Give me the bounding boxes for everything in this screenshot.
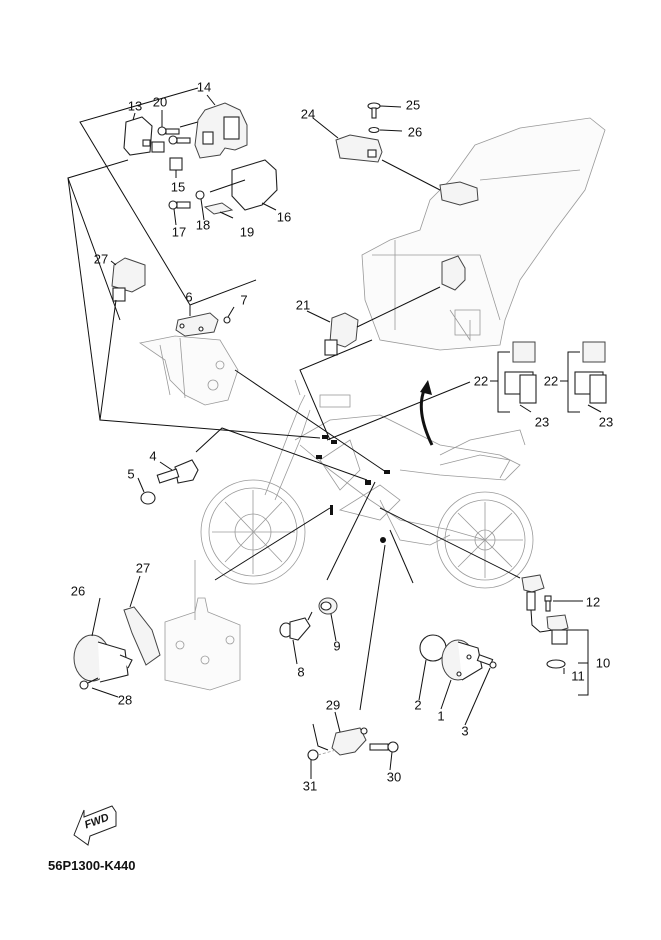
part-3-bolt	[476, 654, 497, 669]
callout-29: 27	[135, 560, 151, 576]
callout-23-left: 23	[534, 414, 550, 430]
part-32-bolt	[369, 741, 399, 753]
callout-21: 21	[295, 297, 311, 313]
part-9-grommet	[318, 597, 338, 615]
callout-30: 28	[117, 692, 133, 708]
callout-2: 2	[414, 697, 422, 713]
callout-4: 4	[149, 448, 157, 464]
callout-17: 17	[171, 224, 187, 240]
callout-20: 20	[152, 94, 168, 110]
callout-5: 5	[127, 466, 135, 482]
part-8-sensor	[279, 611, 313, 641]
callout-15: 15	[170, 179, 186, 195]
fwd-arrow-icon	[73, 805, 117, 846]
part-14-rectifier	[194, 102, 248, 159]
part-27-relay	[111, 257, 146, 302]
relay-group-right	[567, 341, 607, 413]
callout-18: 18	[195, 217, 211, 233]
part-12-bolt	[544, 595, 552, 612]
callout-32: 30	[386, 769, 402, 785]
callout-22-left: 22	[473, 373, 489, 389]
part-25-screw	[367, 102, 381, 119]
callout-10: 10	[595, 655, 611, 671]
part-31-switch	[312, 723, 368, 756]
callout-3: 3	[461, 723, 469, 739]
part-1-cover	[441, 639, 483, 681]
part-33-nut	[307, 749, 337, 761]
callout-27: 27	[93, 251, 109, 267]
part-30-bolt	[79, 677, 99, 690]
part-11-o-ring	[546, 659, 566, 669]
callout-16: 16	[276, 209, 292, 225]
lift-arrow-head	[420, 380, 432, 395]
part-19-pad	[203, 202, 234, 215]
location-markers	[316, 435, 390, 543]
part-4-sensor	[156, 459, 199, 484]
part-24-connector	[335, 134, 479, 206]
part-26-washer	[368, 126, 380, 134]
drawing-code: 56P1300-K440	[48, 858, 136, 873]
part-7-nut	[223, 316, 231, 324]
callout-6: 6	[185, 289, 193, 305]
part-15-fuse	[169, 157, 183, 171]
relay-bracket	[138, 335, 239, 406]
part-29-cover	[123, 606, 161, 666]
callout-9: 9	[333, 638, 341, 654]
horn-bracket	[164, 560, 241, 691]
part-16-cover	[231, 159, 278, 211]
relay-group-left	[497, 341, 537, 413]
callout-25: 25	[405, 97, 421, 113]
callout-24: 24	[300, 106, 316, 122]
callout-33: 31	[302, 778, 318, 794]
callout-14: 14	[196, 79, 212, 95]
part-13-cover	[123, 116, 153, 156]
part-28-horn	[73, 634, 133, 683]
callout-23-right: 23	[598, 414, 614, 430]
part-6-sensor	[175, 312, 219, 337]
leader-lines	[91, 94, 602, 779]
callout-13: 13	[127, 98, 143, 114]
callout-31: 29	[325, 697, 341, 713]
callout-12: 12	[585, 594, 601, 610]
callout-8: 8	[297, 664, 305, 680]
callout-1: 1	[437, 708, 445, 724]
part-18-washer	[195, 190, 205, 200]
part-5-washer	[140, 491, 156, 505]
callout-11: 11	[571, 668, 585, 684]
part-21-relay	[324, 255, 466, 356]
callout-19: 19	[239, 224, 255, 240]
callout-22-right: 22	[543, 373, 559, 389]
callout-28: 26	[70, 583, 86, 599]
location-lines	[67, 177, 521, 711]
rear-frame-assembly	[361, 117, 606, 351]
callout-26: 26	[407, 124, 423, 140]
part-17-bolt	[168, 200, 191, 210]
part-20-bolts	[151, 119, 206, 153]
callout-7: 7	[240, 292, 248, 308]
